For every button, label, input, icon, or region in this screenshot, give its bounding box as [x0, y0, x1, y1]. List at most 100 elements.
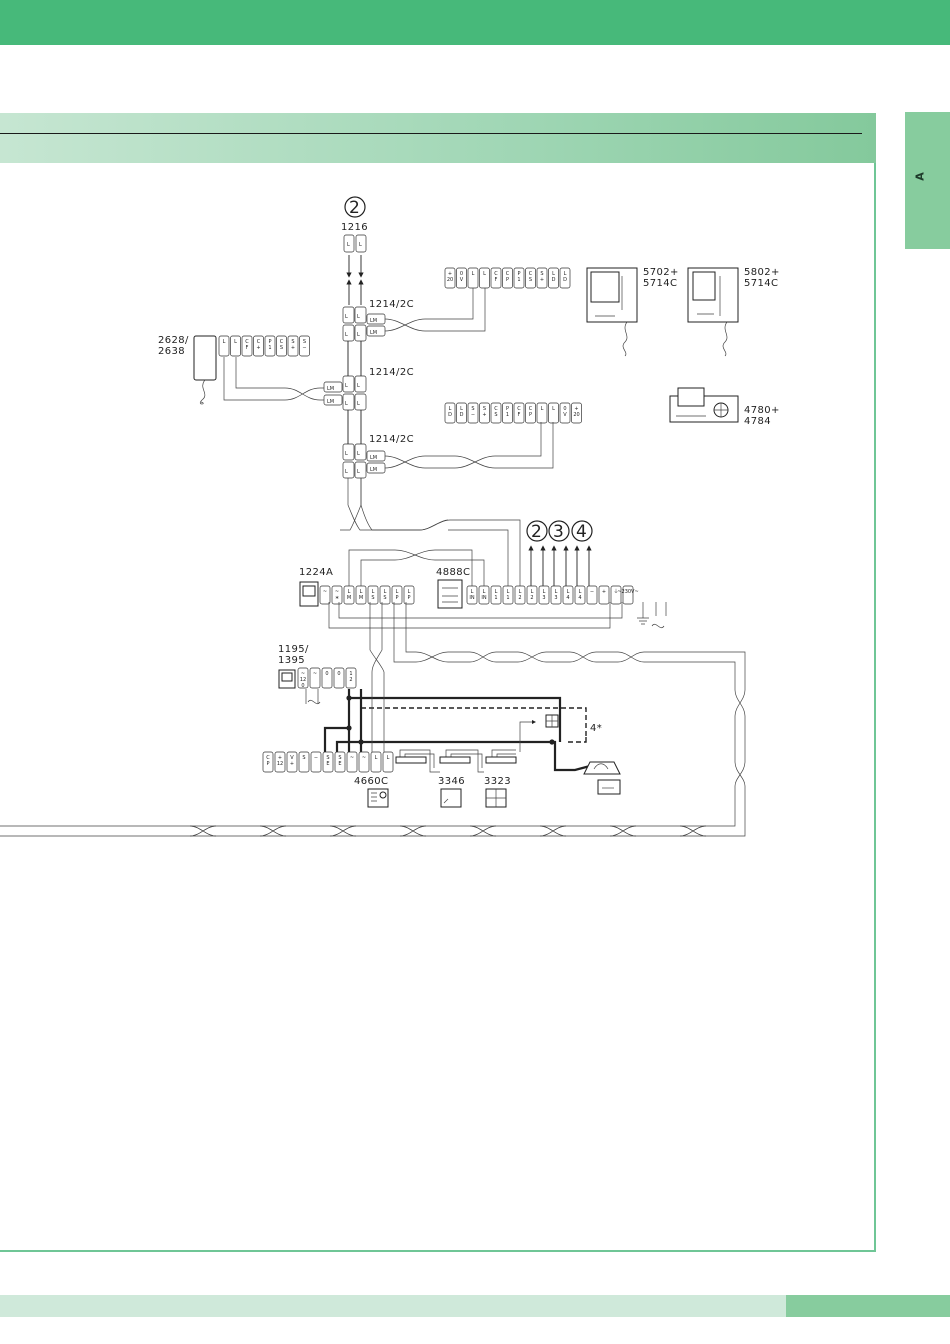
mid_strip-terminal-label: +	[574, 406, 578, 412]
handset_strip-terminal-label: S	[291, 339, 294, 345]
interface_strip-terminal	[466, 585, 478, 605]
monitor_strip-terminal-label: P	[517, 271, 520, 277]
interface_strip-terminal	[502, 585, 514, 605]
svg-text:4780+4784: 4780+4784	[744, 405, 780, 427]
mid_strip-terminal-label: −	[471, 412, 475, 418]
psu_strip-terminal	[367, 585, 379, 605]
mid_strip-terminal-label: 0	[563, 406, 566, 412]
svg-text:1195/1395: 1195/1395	[278, 644, 309, 666]
mid_strip-terminal-label: C	[529, 406, 533, 412]
module_strip-terminal	[358, 751, 370, 773]
svg-text:2628/2638: 2628/2638	[158, 335, 189, 357]
psu_strip-terminal-label: L	[396, 589, 399, 595]
module_strip-terminal-label: +	[278, 755, 282, 761]
monitor_strip-terminal-label: C	[506, 271, 510, 277]
svg-text:L: L	[357, 451, 360, 457]
module_strip-terminal-label: E	[326, 761, 329, 767]
mid_strip-terminal	[571, 402, 582, 424]
monitor_strip-terminal-label: P	[506, 277, 509, 283]
interface_strip-terminal-label: 4	[566, 595, 569, 601]
monitor_strip-terminal-label: +	[448, 271, 452, 277]
psu_strip-terminal-label: L	[384, 589, 387, 595]
svg-text:LM: LM	[327, 399, 334, 405]
footer-band	[0, 1295, 786, 1317]
svg-text:4: 4	[576, 522, 587, 542]
interface_strip-terminal-label: 1	[494, 595, 497, 601]
mid_strip-terminal-label: S	[494, 412, 497, 418]
interface_strip-terminal-label: L	[543, 589, 546, 595]
mid_strip-terminal	[467, 402, 479, 424]
handset_strip-terminal	[264, 335, 276, 357]
svg-text:LM: LM	[327, 386, 334, 392]
handset_strip-terminal-label: L	[223, 339, 226, 345]
bus-arrows	[528, 545, 592, 586]
handset_strip-terminal-label: F	[246, 345, 249, 351]
interface_strip-terminal	[622, 585, 634, 605]
interface_strip-terminal-label: ~230V~	[617, 589, 638, 595]
module_strip-terminal	[298, 751, 310, 773]
monitor_strip-terminal	[502, 267, 513, 289]
monitor_strip-terminal	[548, 267, 559, 289]
mid_strip-terminal-label: C	[517, 406, 521, 412]
interface_strip-terminal-label: L	[507, 589, 510, 595]
interface_strip-terminal	[490, 585, 502, 605]
psu_strip-terminal-label: P	[407, 595, 410, 601]
svg-text:1214/2C: 1214/2C	[369, 434, 414, 445]
monitor_strip-terminal-label: L	[552, 271, 555, 277]
mid_strip-terminal	[559, 402, 571, 424]
camera-box-icon	[597, 779, 621, 795]
svg-text:L: L	[357, 401, 360, 407]
interface_strip-terminal-label: L	[555, 589, 558, 595]
handset_strip-terminal	[253, 335, 264, 357]
handset_strip-terminal-label: S	[280, 345, 283, 351]
transformer_strip-terminal-label: 0	[337, 671, 340, 677]
interface_strip-terminal-label: −	[590, 589, 594, 595]
interface_strip-terminal-label: +	[602, 589, 606, 595]
interface_strip-terminal	[610, 585, 622, 605]
monitor_strip-terminal-label: L	[483, 271, 486, 277]
interface_strip-terminal	[574, 585, 586, 605]
module_strip-terminal	[346, 751, 358, 773]
transformer_strip-terminal-label: 2	[349, 677, 352, 683]
bus-circle-top	[344, 196, 366, 218]
module_strip-terminal-label: S	[326, 755, 329, 761]
interface_strip-terminal-label: ⏚	[613, 588, 618, 595]
monitor_strip-terminal-label: +	[540, 277, 544, 283]
module_strip-terminal-label: V	[290, 755, 294, 761]
monitor-5802: 5802+5714C	[687, 267, 779, 357]
note-4: 4*	[590, 723, 602, 734]
handset_strip-terminal-label: C	[280, 339, 284, 345]
footer-accent	[786, 1295, 950, 1317]
mid_strip-terminal-label: P	[529, 412, 532, 418]
monitor_strip-terminal-label: 1	[517, 277, 520, 283]
psu_strip-terminal	[391, 585, 403, 605]
interface_strip-terminal	[514, 585, 526, 605]
interface_strip-terminal	[586, 585, 598, 605]
interface_strip-terminal-label: 3	[542, 595, 545, 601]
mid_strip-terminal-label: S	[471, 406, 474, 412]
module_strip-terminal-label: P	[266, 761, 269, 767]
top-bus-terminals: L L	[343, 234, 367, 253]
section-side-tab[interactable]	[905, 112, 950, 249]
monitor_strip-terminal-label: V	[460, 277, 464, 283]
transformer_strip-terminal	[345, 667, 357, 689]
concierge-station: 4780+4784	[669, 387, 780, 427]
module_strip-terminal	[334, 751, 346, 773]
mid_strip-terminal-label: F	[518, 412, 521, 418]
interface_strip-terminal-label: 3	[554, 595, 557, 601]
handset_strip-terminal-label: L	[234, 339, 237, 345]
handset_strip-terminal-label: C	[245, 339, 249, 345]
svg-text:L: L	[357, 383, 360, 389]
svg-text:L: L	[345, 451, 348, 457]
module_strip-terminal	[382, 751, 394, 773]
psu_strip-terminal-label: L	[408, 589, 411, 595]
module_strip-terminal-label: S	[302, 755, 305, 761]
